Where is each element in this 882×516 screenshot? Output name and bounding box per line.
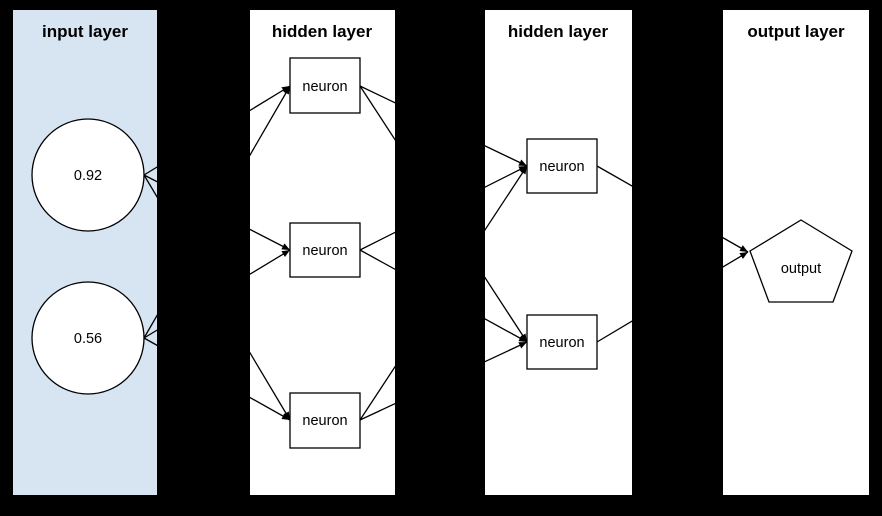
panel-input-layer [13, 10, 157, 495]
gap-mask-3 [632, 0, 723, 516]
output-layer-title: output layer [747, 22, 845, 41]
hidden1-neuron-2 [289, 222, 361, 278]
hidden1-neuron-2-label: neuron [302, 243, 347, 259]
hidden2-neuron-1 [526, 138, 598, 194]
hidden1-neuron-1 [289, 57, 361, 114]
hidden2-neuron-2-label: neuron [539, 335, 584, 351]
hidden1-neuron-3 [289, 392, 361, 449]
hidden-layer-2-title: hidden layer [508, 22, 609, 41]
panel-hidden-layer-2 [485, 10, 632, 495]
output-node-pentagon [749, 219, 853, 303]
nodes-group [31, 57, 853, 449]
input-node-2-label: 0.56 [74, 331, 102, 347]
gap-mask-2 [395, 0, 485, 516]
gap-masks-group [157, 0, 723, 516]
hidden2-neuron-1-label: neuron [539, 159, 584, 175]
output-node-label: output [781, 261, 821, 277]
hidden-layer-1-title: hidden layer [272, 22, 373, 41]
gap-mask-1 [157, 0, 250, 516]
input-node-2 [31, 281, 145, 395]
hidden2-neuron-2 [526, 314, 598, 370]
input-node-1 [31, 118, 145, 232]
hidden1-neuron-1-label: neuron [302, 79, 347, 95]
labels-group: input layer hidden layer hidden layer ou… [42, 22, 845, 429]
input-layer-title: input layer [42, 22, 128, 41]
hidden1-neuron-3-label: neuron [302, 413, 347, 429]
input-node-1-label: 0.92 [74, 168, 102, 184]
